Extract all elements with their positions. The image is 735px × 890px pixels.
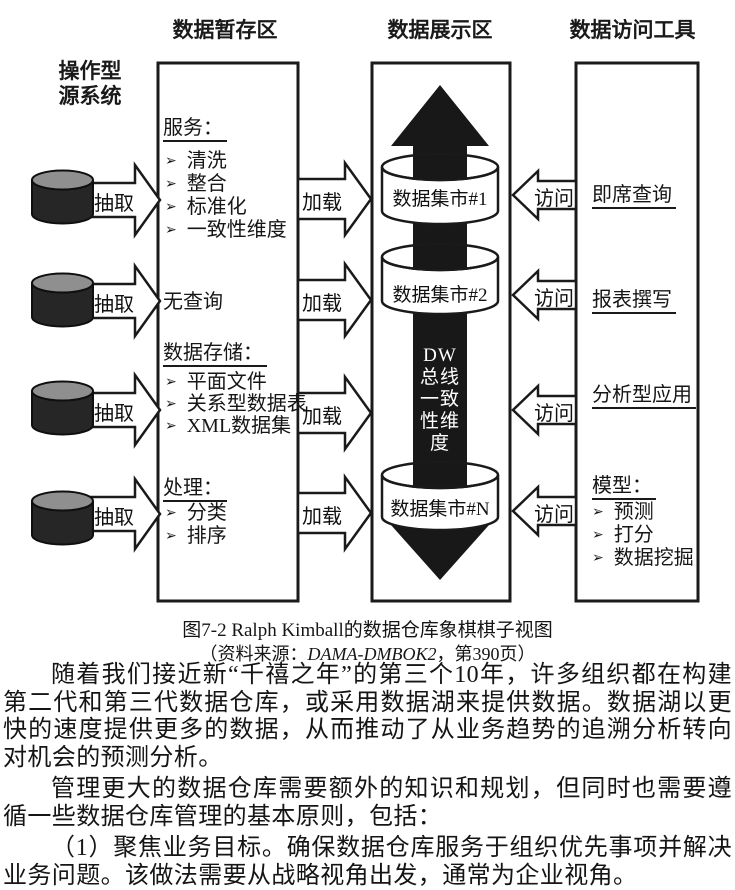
bullet-icon: ➢ [165,529,177,544]
extract-label-2: 抽取 [94,294,134,316]
bullet-icon: ➢ [165,397,177,412]
staging-processing-title: 处理： [163,477,227,502]
data-mart-cylinder-n [380,460,500,532]
extract-arrows [78,161,162,553]
load-label-3: 加载 [302,406,342,428]
label-source-systems-line1: 操作型 [58,59,122,83]
tool-model-item-1: ➢预测 [592,501,654,523]
body-text: 随着我们接近新“千禧之年”的第三个10年，许多组织都在构建第二代和第三代数据仓库… [3,662,732,890]
load-arrow-1 [296,159,373,239]
bullet-icon: ➢ [165,154,177,169]
bullet-icon: ➢ [592,551,604,566]
staging-no-query: 无查询 [163,291,223,313]
access-arrow-2 [511,268,578,322]
tool-adhoc-query: 即席查询 [592,184,676,209]
staging-processing-item-1: ➢分类 [165,502,227,524]
source-db-cylinder-4 [31,490,94,546]
data-mart-label-n: 数据集市#N [390,499,490,520]
staging-storage-item-1: ➢平面文件 [165,371,267,393]
load-label-4: 加载 [302,506,342,528]
paragraph-3: （1）聚焦业务目标。确保数据仓库服务于组织优先事项并解决业务问题。该做法需要从战… [3,835,732,889]
data-mart-label-2: 数据集市#2 [392,285,488,306]
data-mart-label-1: 数据集市#1 [392,189,488,210]
bullet-icon: ➢ [165,177,177,192]
bullet-icon: ➢ [165,200,177,215]
label-source-systems: 操作型 源系统 [40,59,140,109]
data-mart-cylinders [380,152,500,532]
staging-service-item-2: ➢整合 [165,173,227,195]
staging-processing-item-2: ➢排序 [165,525,227,547]
tool-analytic-apps: 分析型应用 [592,384,696,409]
staging-services-title: 服务： [163,117,227,142]
dw-bus-text: DW 总线 一致 性维 度 [419,345,460,454]
access-arrow-4 [511,484,578,538]
header-access-tools: 数据访问工具 [569,18,696,42]
load-arrow-3 [296,373,373,453]
bullet-icon: ➢ [165,506,177,521]
source-db-cylinder-2 [31,272,94,328]
bullet-icon: ➢ [592,505,604,520]
staging-service-item-4: ➢一致性维度 [165,219,287,241]
source-db-cylinders [31,169,94,546]
extract-label-1: 抽取 [94,193,134,215]
extract-label-4: 抽取 [94,507,134,529]
access-arrow-1 [511,168,578,222]
paragraph-2: 管理更大的数据仓库需要额外的知识和规划，但同时也需要遵循一些数据仓库管理的基本原… [3,776,732,830]
access-arrows [511,168,578,538]
staging-storage-item-3: ➢XML数据集 [165,415,292,437]
access-label-4: 访问 [534,504,574,526]
bullet-icon: ➢ [165,375,177,390]
staging-service-item-3: ➢标准化 [165,196,247,218]
staging-storage-title: 数据存储： [163,342,267,367]
label-source-systems-line2: 源系统 [58,84,122,108]
figure-source-suffix: ，第390页） [436,644,536,664]
access-tools-box [574,61,700,603]
access-label-2: 访问 [534,288,574,310]
header-presentation-area: 数据展示区 [387,18,493,42]
bullet-icon: ➢ [165,223,177,238]
bullet-icon: ➢ [592,528,604,543]
load-arrow-2 [296,260,373,340]
header-staging-area: 数据暂存区 [172,18,278,42]
bullet-icon: ➢ [165,419,177,434]
source-db-cylinder-1 [31,169,94,225]
access-label-3: 访问 [534,403,574,425]
staging-storage-item-2: ➢关系型数据表 [165,393,307,415]
tool-report-writing: 报表撰写 [592,289,676,314]
load-arrow-4 [296,473,373,553]
data-mart-cylinder-2 [380,242,500,316]
extract-label-3: 抽取 [94,403,134,425]
access-label-1: 访问 [534,188,574,210]
figure-source: （资料来源：DAMA-DMBOK2，第390页） [0,640,735,666]
data-mart-cylinder-1 [380,152,500,226]
tool-models-title: 模型： [592,475,656,500]
tool-model-item-2: ➢打分 [592,524,654,546]
access-arrow-3 [511,383,578,437]
figure-source-prefix: （资料来源： [199,644,308,664]
staging-service-item-1: ➢清洗 [165,150,227,172]
staging-area-box [156,61,300,603]
figure-source-book: DAMA-DMBOK2 [307,644,437,664]
paragraph-1: 随着我们接近新“千禧之年”的第三个10年，许多组织都在构建第二代和第三代数据仓库… [3,662,732,771]
load-arrows [296,159,373,553]
load-label-2: 加载 [302,293,342,315]
load-label-1: 加载 [302,192,342,214]
source-db-cylinder-3 [31,380,94,436]
diagram-canvas [31,61,700,603]
tool-model-item-3: ➢数据挖掘 [592,547,694,569]
figure-caption: 图7-2 Ralph Kimball的数据仓库象棋棋子视图 [182,620,553,641]
